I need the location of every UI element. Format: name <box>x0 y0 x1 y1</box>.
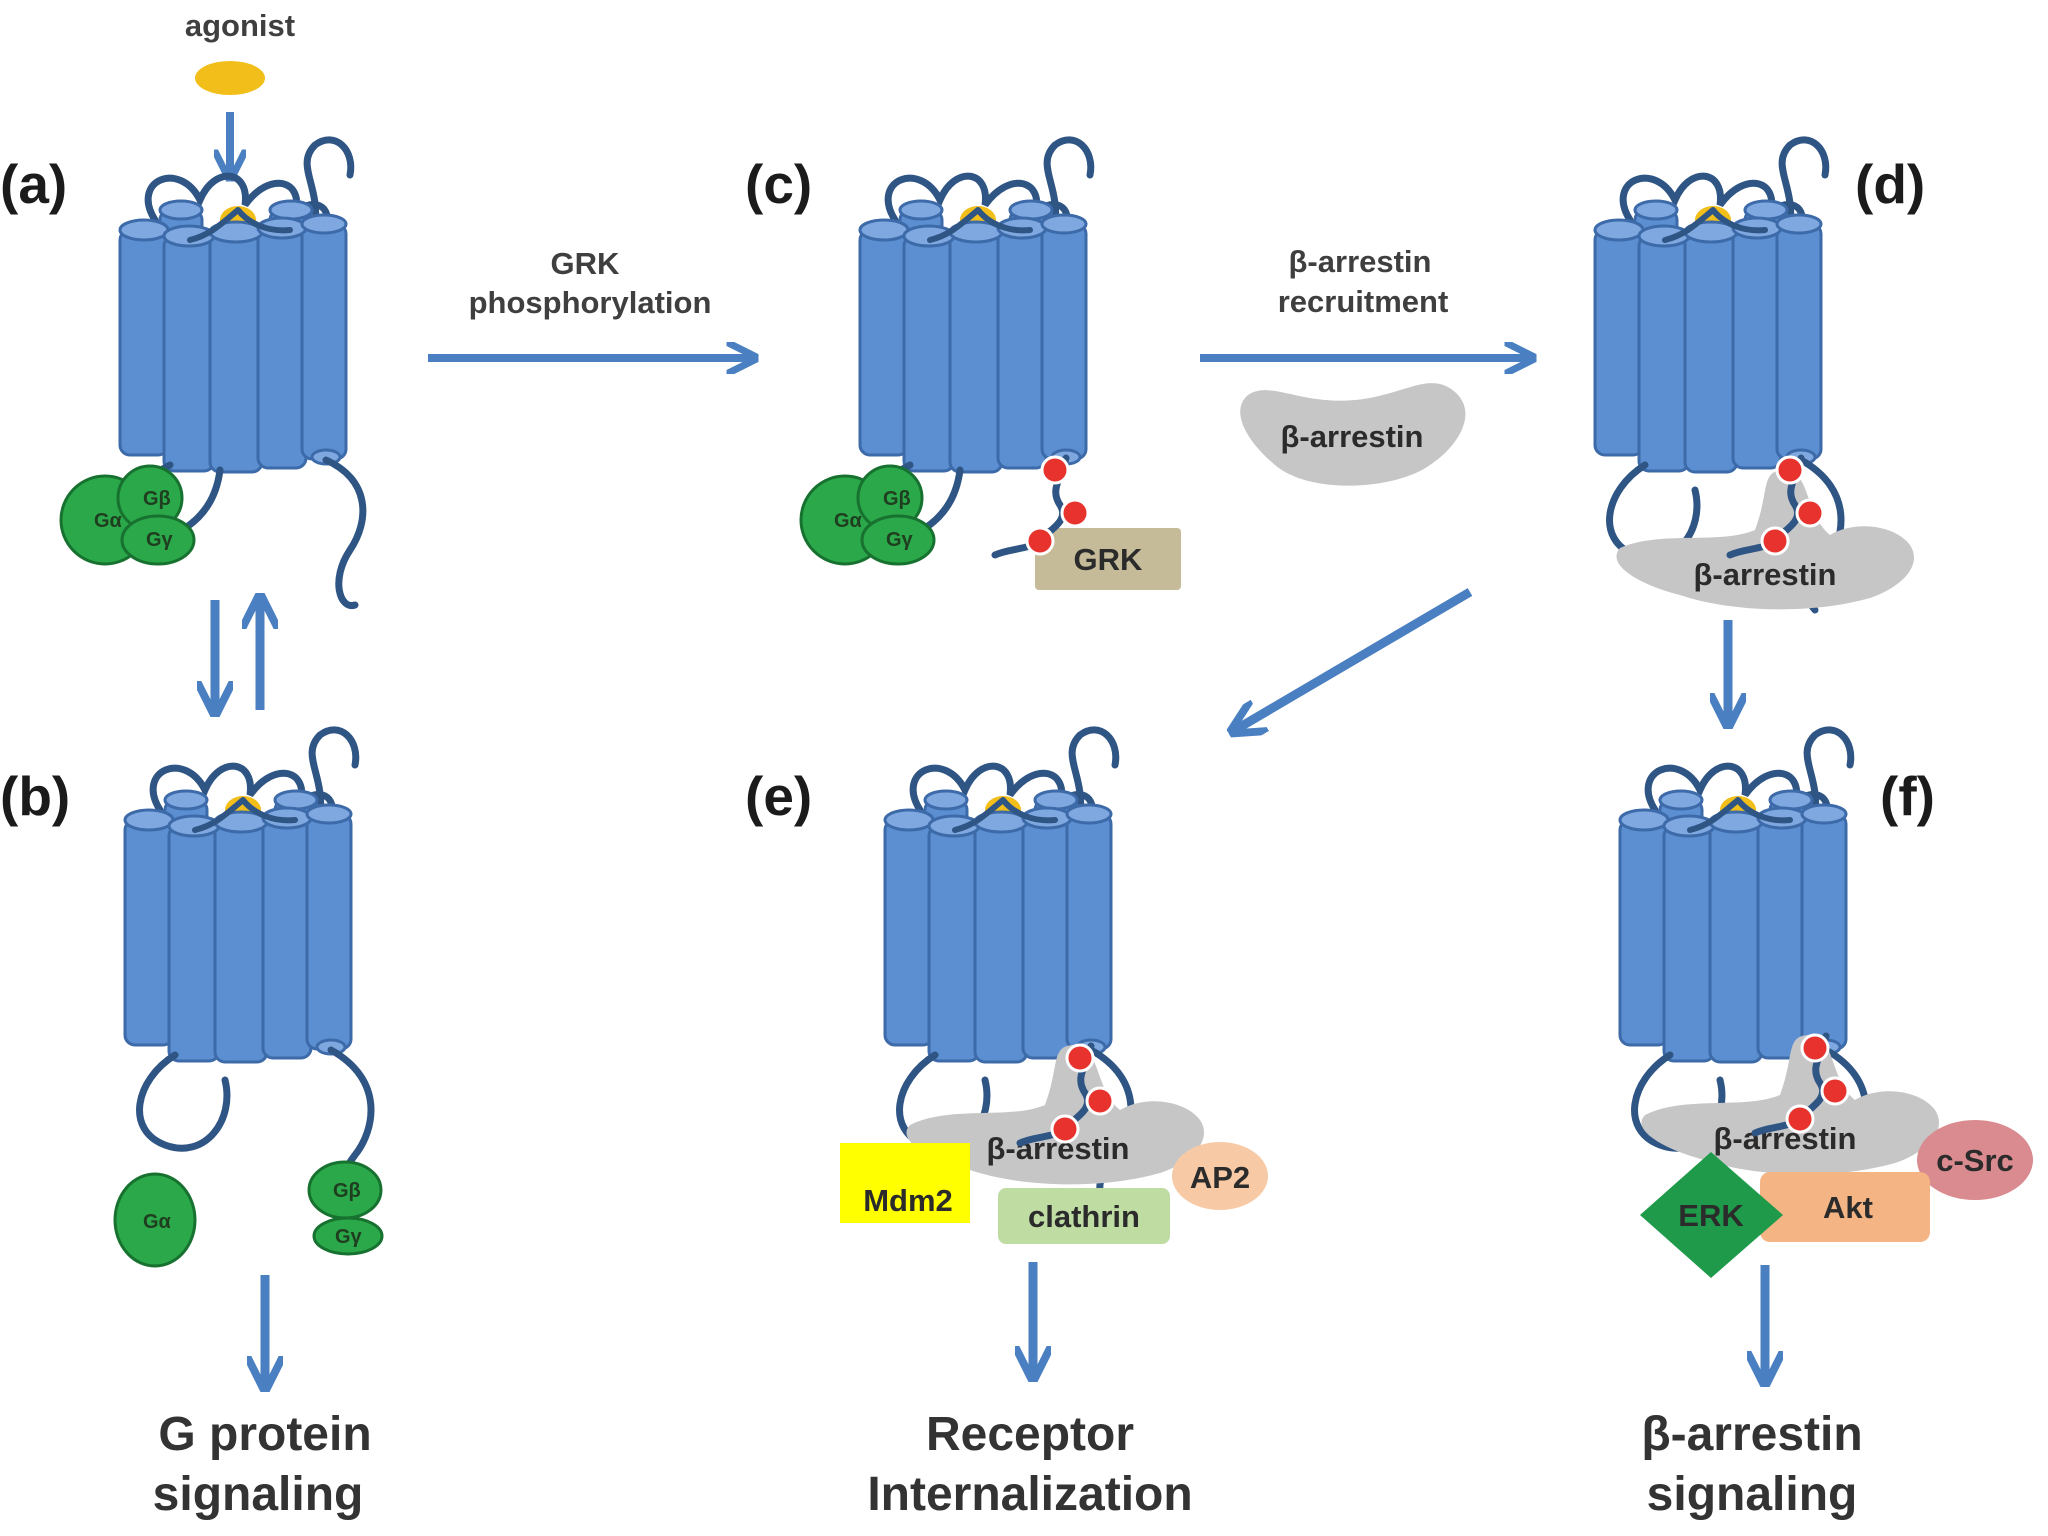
phosphorylated-tail-f <box>1751 1032 1850 1137</box>
grk-step-line1: GRK <box>551 246 621 281</box>
free-beta-arrestin-label: β-arrestin <box>1281 419 1424 454</box>
arrestin-step-line2: recruitment <box>1278 284 1449 319</box>
free-beta-arrestin: β-arrestin <box>1240 383 1466 486</box>
agonist-ligand <box>195 61 265 95</box>
outcome-arrestin-line1: β-arrestin <box>1641 1408 1862 1461</box>
panel-label-d: (d) <box>1855 153 1925 215</box>
g-alpha-free-label: Gα <box>143 1211 172 1233</box>
grk-box: GRK <box>1035 528 1181 590</box>
erk-label: ERK <box>1678 1198 1744 1233</box>
ap2-label: AP2 <box>1190 1160 1250 1195</box>
grk-step-line2: phosphorylation <box>469 285 712 320</box>
panel-label-f: (f) <box>1880 765 1935 827</box>
grk-label: GRK <box>1074 542 1144 577</box>
g-gamma-free-label: Gγ <box>335 1226 363 1248</box>
bound-beta-arrestin-label-d: β-arrestin <box>1694 557 1837 592</box>
outcome-receptor-line1: Receptor <box>926 1408 1134 1461</box>
g-alpha-free: Gα <box>113 1172 197 1268</box>
erk-diamond: ERK <box>1640 1152 1783 1278</box>
phosphate-3 <box>1025 526 1055 556</box>
c-src-blob: c-Src <box>1917 1120 2033 1200</box>
arrestin-step-line1: β-arrestin <box>1289 244 1432 279</box>
g-beta-free-label: Gβ <box>333 1180 361 1202</box>
receptor-b <box>125 730 371 1200</box>
phosphorylated-tail-c <box>991 454 1090 559</box>
g-alpha-label-c: Gα <box>834 510 863 532</box>
panel-label-e: (e) <box>745 765 812 827</box>
c-src-label: c-Src <box>1936 1143 2014 1178</box>
akt-label: Akt <box>1823 1190 1873 1225</box>
g-protein-heterotrimer-a: Gα Gβ Gγ <box>59 464 196 566</box>
g-alpha-label: Gα <box>94 510 123 532</box>
outcome-arrestin-line2: signaling <box>1647 1468 1858 1521</box>
clathrin-label: clathrin <box>1028 1199 1140 1234</box>
phosphorylated-tail-e <box>1016 1042 1115 1147</box>
ap2-blob: AP2 <box>1172 1142 1268 1210</box>
outcome-g-protein-line2: signaling <box>153 1468 364 1521</box>
phosphorylated-tail-d <box>1726 454 1825 559</box>
panel-label-c: (c) <box>745 153 812 215</box>
akt-box: Akt <box>1760 1172 1930 1242</box>
g-gamma-label-c: Gγ <box>886 529 914 551</box>
g-beta-gamma-free: Gβ Gγ <box>307 1160 384 1256</box>
phosphate-1 <box>1040 455 1070 485</box>
outcome-g-protein-line1: G protein <box>158 1408 371 1461</box>
g-beta-label-c: Gβ <box>883 488 911 510</box>
panel-label-b: (b) <box>0 765 70 827</box>
g-protein-heterotrimer-c: Gα Gβ Gγ <box>799 464 936 566</box>
arrow-d-to-e <box>1235 588 1473 730</box>
mdm2-box: Mdm2 <box>840 1143 970 1223</box>
clathrin-box: clathrin <box>998 1188 1170 1244</box>
g-beta-label: Gβ <box>143 488 171 510</box>
outcome-receptor-line2: Internalization <box>867 1468 1192 1521</box>
g-gamma-label: Gγ <box>146 529 174 551</box>
phosphate-2 <box>1060 498 1090 528</box>
panel-label-a: (a) <box>0 153 67 215</box>
mdm2-label: Mdm2 <box>863 1183 953 1218</box>
agonist-label: agonist <box>185 8 295 43</box>
